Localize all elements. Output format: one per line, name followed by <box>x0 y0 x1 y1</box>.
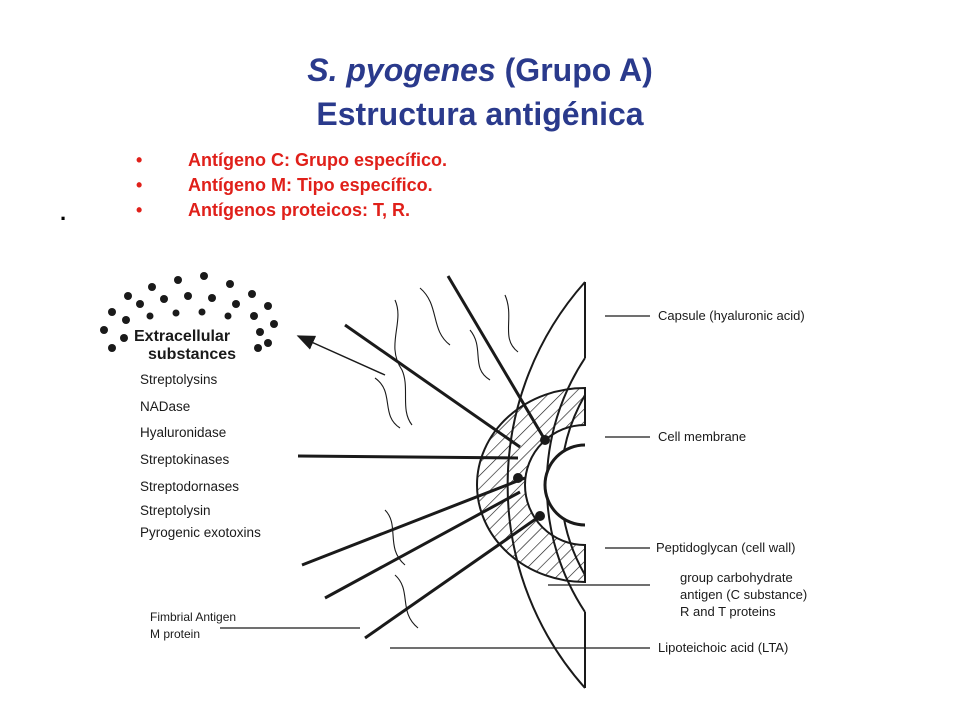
bullet-antigen-m: • Antígeno M: Tipo específico. <box>130 173 447 198</box>
bullet-protein-antigens: • Antígenos proteicos: T, R. <box>130 198 447 223</box>
stray-mark: . <box>60 200 67 225</box>
substance-item: Streptodornases <box>140 479 239 494</box>
peptidoglycan-label: Peptidoglycan (cell wall) <box>656 540 795 555</box>
bullet-text: Antígeno M: Tipo específico. <box>188 175 433 195</box>
fimbrial-label-2: M protein <box>150 627 200 641</box>
substance-item: Streptolysin <box>140 503 211 518</box>
secretion-arrow <box>296 335 386 376</box>
bullet-text: Antígenos proteicos: T, R. <box>188 200 411 220</box>
bullet-glyph: • <box>136 150 143 170</box>
fimbrial-label-1: Fimbrial Antigen <box>150 610 236 624</box>
carbohydrate-label-2: antigen (C substance) <box>680 587 807 602</box>
surface-fibrils <box>374 287 519 629</box>
antigen-bullet-list: • Antígeno C: Grupo específico. • Antígeno… <box>130 148 447 223</box>
antigen-lines <box>297 275 547 640</box>
extracellular-substance-list: Streptolysins NADase Hyaluronidase Strep… <box>140 372 261 540</box>
rt-proteins-label: R and T proteins <box>680 604 776 619</box>
substance-item: NADase <box>140 399 190 414</box>
extracellular-heading-1: Extracellular <box>134 328 230 345</box>
title-line-1: S. pyogenes (Grupo A) <box>0 50 960 90</box>
capsule-label: Capsule (hyaluronic acid) <box>658 308 805 323</box>
bullet-antigen-c: • Antígeno C: Grupo específico. <box>130 148 447 173</box>
label-leader-lines <box>220 315 650 649</box>
substance-item: Streptokinases <box>140 452 230 467</box>
cell-membrane-label: Cell membrane <box>658 429 746 444</box>
substance-item: Streptolysins <box>140 372 218 387</box>
lta-label: Lipoteichoic acid (LTA) <box>658 640 788 655</box>
title-line-2: Estructura antigénica <box>316 96 644 132</box>
species-name: S. pyogenes <box>307 52 496 88</box>
structure-labels: Capsule (hyaluronic acid) Cell membrane … <box>656 308 807 655</box>
extracellular-heading-2: substances <box>148 346 236 363</box>
substance-item: Pyrogenic exotoxins <box>140 525 261 540</box>
antigen-dots <box>513 435 550 521</box>
bullet-glyph: • <box>136 200 143 220</box>
bullet-text: Antígeno C: Grupo específico. <box>188 150 448 170</box>
substance-item: Hyaluronidase <box>140 425 226 440</box>
carbohydrate-label-1: group carbohydrate <box>680 570 793 585</box>
group-name: (Grupo A) <box>495 52 653 88</box>
bullet-glyph: • <box>136 175 143 195</box>
extracellular-dots <box>100 272 278 352</box>
